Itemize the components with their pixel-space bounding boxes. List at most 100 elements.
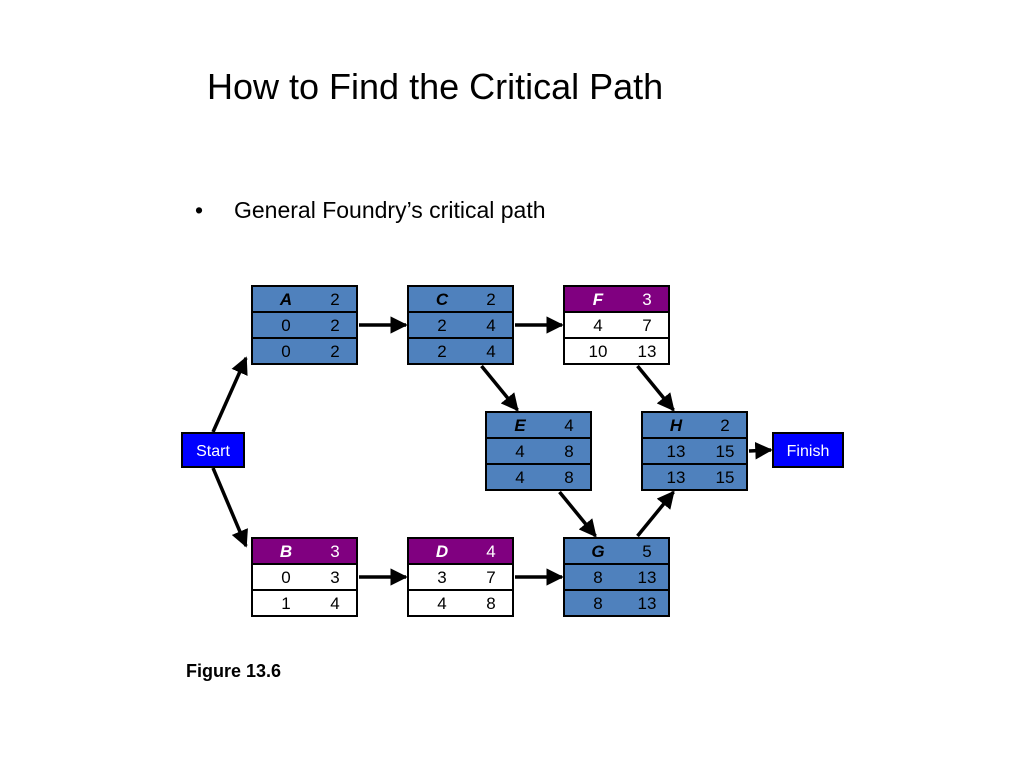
node-es-label: 2 (437, 316, 446, 335)
edge-C-to-E (480, 364, 519, 412)
node-ls-label: 0 (281, 342, 290, 361)
node-duration-label: 3 (330, 542, 339, 561)
node-lf-label: 4 (486, 342, 495, 361)
finish-label: Finish (787, 443, 830, 460)
node-row-1 (407, 537, 514, 565)
activity-node-a: A 2 0 2 0 2 (251, 285, 358, 365)
node-id-label: D (436, 542, 448, 561)
node-ef-label: 8 (564, 442, 573, 461)
activity-node-c: C 2 2 4 2 4 (407, 285, 514, 365)
node-row-1 (485, 411, 592, 439)
node-duration-label: 4 (486, 542, 495, 561)
node-id-label: G (591, 542, 604, 561)
node-row-1 (251, 537, 358, 565)
edge-E-to-G (558, 490, 597, 538)
node-lf-label: 8 (564, 468, 573, 487)
bullet-dot-icon: • (195, 197, 204, 223)
node-row-3 (407, 589, 514, 617)
node-row-2 (251, 311, 358, 339)
node-duration-label: 2 (486, 290, 495, 309)
node-duration-label: 2 (330, 290, 339, 309)
node-ef-label: 7 (642, 316, 651, 335)
activity-node-f: F 3 4 7 10 13 (563, 285, 670, 365)
node-es-label: 0 (281, 568, 290, 587)
node-es-label: 13 (667, 442, 686, 461)
edge-H-to-finish (748, 441, 773, 460)
node-ls-label: 8 (593, 594, 602, 613)
edge-F-to-H (636, 364, 675, 412)
activity-node-g: G 5 8 13 8 13 (563, 537, 670, 617)
node-row-1 (251, 285, 358, 313)
activity-node-e: E 4 4 8 4 8 (485, 411, 592, 491)
node-ef-label: 13 (638, 568, 657, 587)
edge-start-to-B (211, 467, 248, 548)
bullet-item: • General Foundry’s critical path (195, 197, 546, 224)
node-id-label: B (280, 542, 292, 561)
node-lf-label: 8 (486, 594, 495, 613)
activity-node-d: D 4 3 7 4 8 (407, 537, 514, 617)
node-ef-label: 3 (330, 568, 339, 587)
node-row-2 (563, 311, 670, 339)
node-id-label: E (514, 416, 526, 435)
node-ls-label: 4 (437, 594, 446, 613)
edge-G-to-H (636, 490, 675, 538)
node-id-label: A (279, 290, 292, 309)
edges-layer (211, 316, 773, 586)
node-row-2 (641, 437, 748, 465)
node-es-label: 3 (437, 568, 446, 587)
finish-node: Finish (772, 432, 844, 468)
start-label: Start (196, 443, 230, 460)
node-row-2 (563, 563, 670, 591)
start-box (181, 432, 245, 468)
slide-title: How to Find the Critical Path (207, 66, 664, 107)
node-row-3 (251, 589, 358, 617)
node-ls-label: 1 (281, 594, 290, 613)
node-row-1 (563, 537, 670, 565)
node-lf-label: 15 (716, 468, 735, 487)
figure-caption: Figure 13.6 (186, 661, 282, 681)
node-id-label: F (593, 290, 604, 309)
node-ls-label: 2 (437, 342, 446, 361)
node-row-2 (485, 437, 592, 465)
node-ls-label: 10 (589, 342, 608, 361)
node-ef-label: 4 (486, 316, 495, 335)
node-ef-label: 2 (330, 316, 339, 335)
activity-node-b: B 3 0 3 1 4 (251, 537, 358, 617)
node-es-label: 4 (515, 442, 524, 461)
node-row-3 (563, 337, 670, 365)
node-lf-label: 13 (638, 594, 657, 613)
node-ef-label: 15 (716, 442, 735, 461)
edge-start-to-A (211, 356, 248, 433)
node-ls-label: 13 (667, 468, 686, 487)
node-lf-label: 2 (330, 342, 339, 361)
node-duration-label: 3 (642, 290, 651, 309)
node-duration-label: 2 (720, 416, 729, 435)
node-row-2 (407, 311, 514, 339)
node-row-3 (563, 589, 670, 617)
activity-node-h: H 2 13 15 13 15 (641, 411, 748, 491)
start-node: Start (181, 432, 245, 468)
node-ef-label: 7 (486, 568, 495, 587)
node-id-label: C (436, 290, 449, 309)
node-row-2 (407, 563, 514, 591)
node-row-2 (251, 563, 358, 591)
node-duration-label: 4 (564, 416, 573, 435)
node-es-label: 0 (281, 316, 290, 335)
node-es-label: 4 (593, 316, 602, 335)
node-lf-label: 13 (638, 342, 657, 361)
node-lf-label: 4 (330, 594, 339, 613)
node-id-label: H (670, 416, 683, 435)
node-row-3 (407, 337, 514, 365)
finish-box (772, 432, 844, 468)
node-row-3 (251, 337, 358, 365)
node-row-1 (407, 285, 514, 313)
node-duration-label: 5 (642, 542, 651, 561)
node-row-1 (641, 411, 748, 439)
bullet-text: General Foundry’s critical path (234, 197, 546, 223)
node-row-3 (485, 463, 592, 491)
node-es-label: 8 (593, 568, 602, 587)
node-ls-label: 4 (515, 468, 524, 487)
node-row-3 (641, 463, 748, 491)
